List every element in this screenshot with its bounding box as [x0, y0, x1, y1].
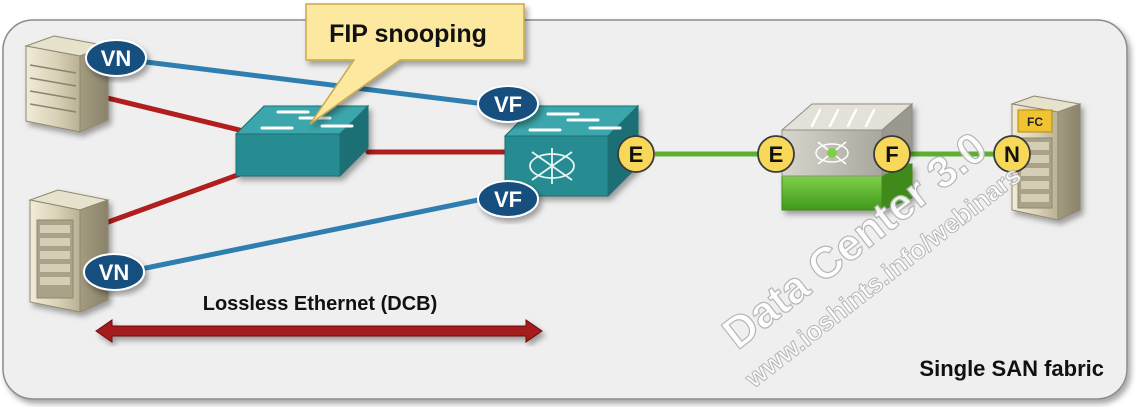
single-san-fabric-label: Single SAN fabric	[919, 356, 1104, 381]
port-f-fcswitch-label: F	[885, 142, 898, 167]
server-icon-top	[24, 35, 110, 133]
port-n-storage-label: N	[1004, 142, 1020, 167]
virtual-link-bottom	[143, 197, 481, 271]
server-icon-bottom	[28, 189, 110, 313]
port-vn-bottom-label: VN	[99, 260, 130, 285]
port-vn-bottom	[83, 253, 145, 291]
port-vf-top-label: VF	[494, 92, 522, 117]
port-f-fcswitch	[873, 135, 911, 173]
fcoe-virtual-links	[143, 59, 481, 271]
callout-text: FIP snooping	[329, 20, 487, 48]
storage-fc-tag: FC	[1027, 115, 1043, 129]
port-e-fcswitch-label: E	[769, 142, 784, 167]
port-e-fcswitch	[757, 135, 795, 173]
port-vf-bottom-label: VF	[494, 187, 522, 212]
lossless-ethernet-label: Lossless Ethernet (DCB)	[203, 293, 438, 315]
virtual-link-top	[143, 59, 480, 106]
port-e-fcf	[617, 135, 655, 173]
port-vf-bottom	[477, 180, 539, 218]
fip-snooping-switch-icon	[234, 104, 370, 178]
fcf-switch-icon	[503, 104, 640, 198]
fc-storage-icon	[1010, 95, 1082, 221]
port-vn-top	[85, 39, 147, 77]
fip-snooping-callout	[305, 3, 525, 125]
lossless-ethernet-arrow	[95, 319, 543, 343]
port-e-fcf-label: E	[629, 142, 644, 167]
port-vf-top	[477, 85, 539, 123]
port-n-storage	[993, 135, 1031, 173]
port-vn-top-label: VN	[101, 46, 132, 71]
ethernet-link-top-server	[92, 92, 263, 138]
